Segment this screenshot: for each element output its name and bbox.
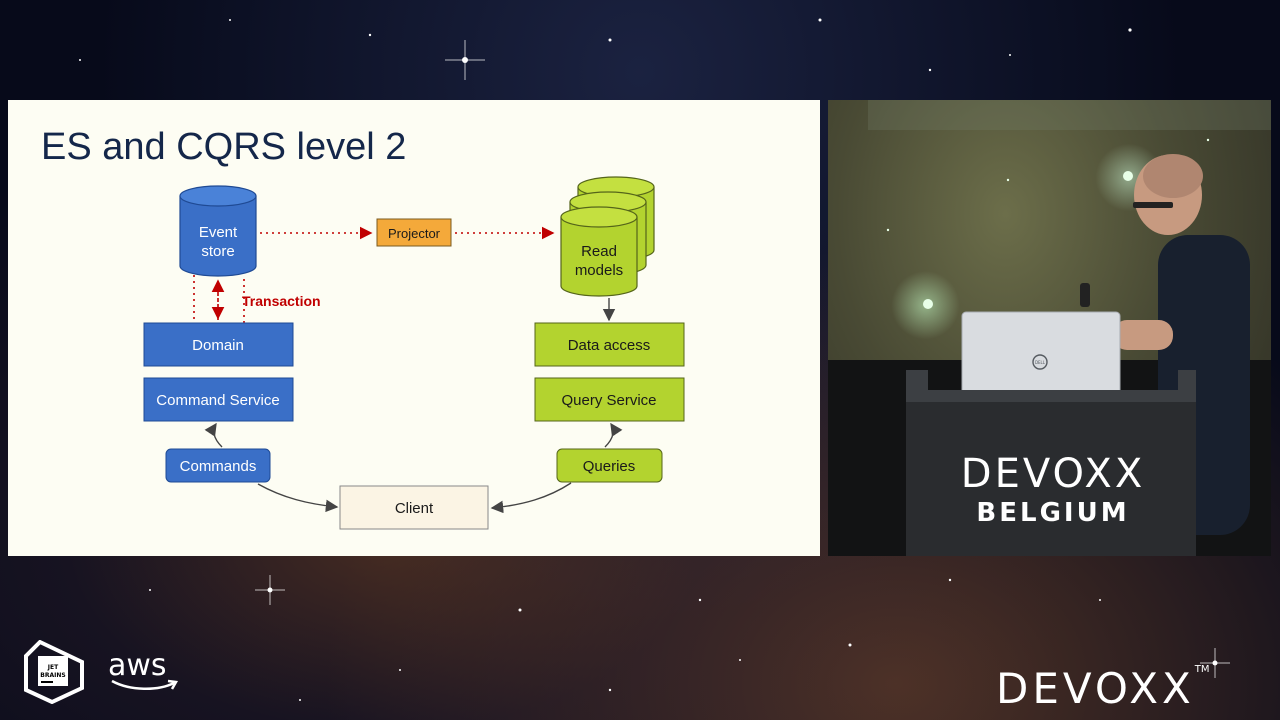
speaker-video: DELL DEVOXX BELGIUM	[828, 100, 1271, 556]
data-access-node: Data access	[534, 322, 685, 367]
podium-brand-line1: DEVOXX	[960, 451, 1146, 497]
domain-node: Domain	[143, 322, 294, 367]
command-service-node: Command Service	[143, 377, 294, 422]
devoxx-footer-text: DEVOXX	[996, 664, 1195, 713]
slide-title: ES and CQRS level 2	[41, 126, 407, 168]
client-node: Client	[339, 485, 489, 530]
backdrop-stars	[886, 138, 1210, 309]
podium-brand: DEVOXX BELGIUM	[928, 452, 1178, 530]
query-service-node: Query Service	[534, 377, 685, 422]
laptop: DELL	[961, 311, 1121, 403]
trademark-mark: TM	[1194, 664, 1210, 675]
query-service-label: Query Service	[561, 392, 656, 409]
presentation-slide: ES and CQRS level 2 Event store Projecto…	[8, 100, 820, 556]
data-access-label: Data access	[568, 337, 651, 354]
podium-brand-line2: BELGIUM	[976, 498, 1130, 528]
podium	[906, 370, 1196, 556]
domain-label: Domain	[192, 337, 244, 354]
cqrs-diagram: Event store Projector Read models	[143, 176, 685, 530]
client-label: Client	[395, 500, 434, 517]
queries-to-client-arrow	[490, 482, 572, 514]
projector-label: Projector	[388, 226, 441, 241]
commands-to-client-arrow	[257, 483, 339, 513]
command-service-label: Command Service	[156, 392, 279, 409]
jetbrains-text-2: BRAINS	[40, 672, 65, 679]
event-store-label-1: Event	[199, 224, 238, 241]
laptop-logo: DELL	[1035, 360, 1046, 365]
commands-label: Commands	[180, 458, 257, 475]
jetbrains-text-1: JET	[47, 664, 59, 671]
devoxx-footer-logo: DEVOXXTM	[996, 664, 1210, 713]
queries-node: Queries	[556, 448, 663, 483]
read-models-node: Read models	[560, 176, 655, 297]
read-models-label-2: models	[575, 262, 623, 279]
event-store-node: Event store	[179, 185, 257, 277]
queries-to-service-arrow	[604, 422, 623, 448]
aws-smile-icon	[111, 679, 179, 691]
transaction-label: Transaction	[242, 293, 321, 309]
commands-node: Commands	[165, 448, 271, 483]
read-models-label-1: Read	[581, 243, 617, 260]
transaction-loop: Transaction	[193, 275, 321, 329]
queries-label: Queries	[583, 458, 636, 475]
speaker-figure	[1080, 154, 1250, 535]
projector-node: Projector	[376, 218, 452, 247]
jetbrains-logo: JET BRAINS	[24, 640, 84, 704]
event-store-label-2: store	[201, 243, 234, 260]
aws-logo-text: aws	[108, 648, 167, 683]
commands-to-service-arrow	[204, 422, 223, 448]
